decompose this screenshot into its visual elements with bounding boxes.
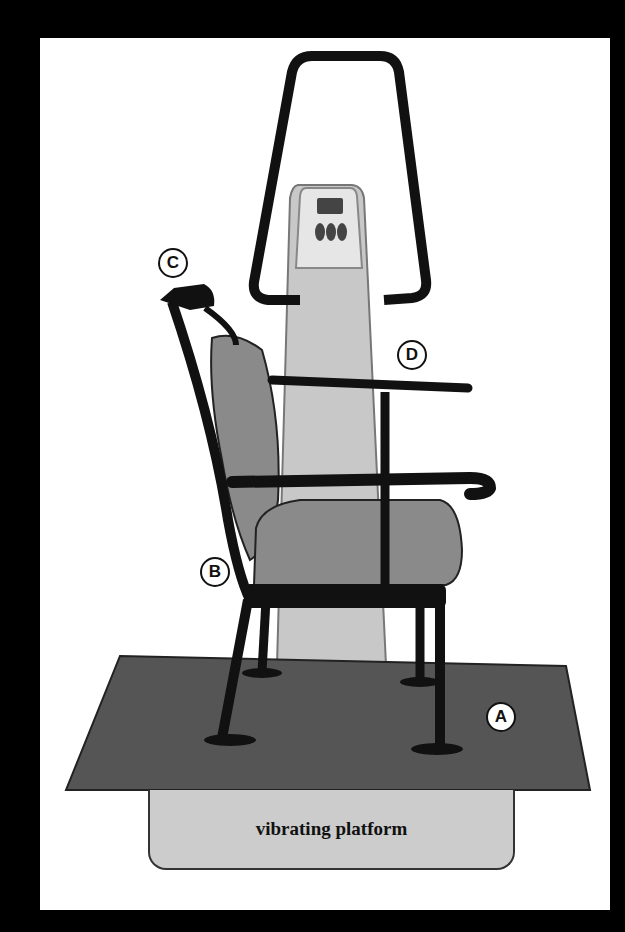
headrest: [160, 284, 214, 310]
chair-leg: [435, 604, 445, 748]
platform-top: [66, 656, 590, 790]
control-button: [315, 223, 325, 241]
back-frame: [172, 302, 250, 600]
control-button: [326, 223, 336, 241]
chair-leg: [262, 600, 266, 672]
white-panel: [40, 38, 610, 910]
control-button: [337, 223, 347, 241]
callout-letter: C: [158, 248, 188, 278]
platform-label: vibrating platform: [256, 818, 407, 840]
seat-cushion: [254, 500, 462, 585]
display-screen: [317, 198, 343, 214]
top-rail: [272, 380, 468, 388]
chair-leg: [222, 600, 248, 738]
platform-box: vibrating platform: [148, 790, 515, 870]
arm-post: [381, 392, 390, 585]
chair-foot: [400, 677, 440, 687]
chair-foot: [204, 734, 256, 746]
control-panel: [296, 188, 362, 268]
chair-foot: [411, 743, 463, 755]
seat-base: [244, 584, 446, 608]
callout-letter: B: [200, 557, 230, 587]
chair-leg: [416, 602, 425, 680]
chair-foot: [242, 668, 282, 678]
callout-letter: A: [486, 702, 516, 732]
callout-letter: D: [397, 340, 427, 370]
back-frame: [205, 308, 236, 345]
armrest: [232, 478, 490, 494]
handle-loop: [254, 56, 426, 300]
